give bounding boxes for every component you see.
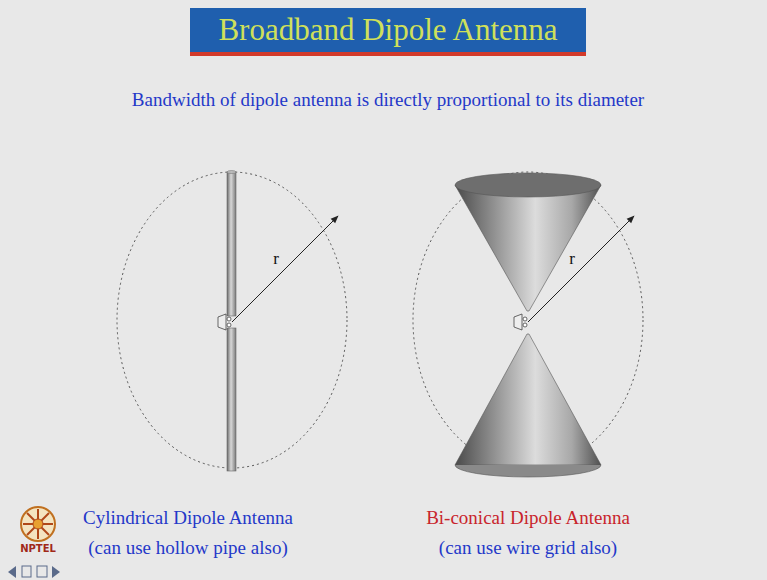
antenna-name: Bi-conical Dipole Antenna [426,508,630,529]
watermark: NPTEL [20,543,56,554]
radius-label: r [569,250,575,269]
radius-arrow [528,216,634,322]
antenna-name: Cylindrical Dipole Antenna [83,508,293,529]
cone-base [455,465,601,477]
radius-label: r [273,250,279,269]
antenna-note: (can use hollow pipe also) [88,538,287,559]
nav-icons [8,566,60,578]
subtitle: Bandwidth of dipole antenna is directly … [132,90,644,111]
cone-cap [455,173,601,197]
cone-lower [455,334,601,465]
rod-end [227,171,236,174]
feed-point [218,314,231,330]
feed-point [514,314,527,330]
nptel-logo [21,507,55,541]
antenna-note: (can use wire grid also) [439,538,617,559]
boundary-ellipse [413,172,643,468]
slide-title: Broadband Dipole Antenna [218,13,557,47]
radius-arrow [232,216,338,322]
title-band: Broadband Dipole Antenna [190,8,586,56]
dipole-rod [227,328,236,471]
cone-upper [455,185,601,311]
dipole-rod [227,172,236,316]
